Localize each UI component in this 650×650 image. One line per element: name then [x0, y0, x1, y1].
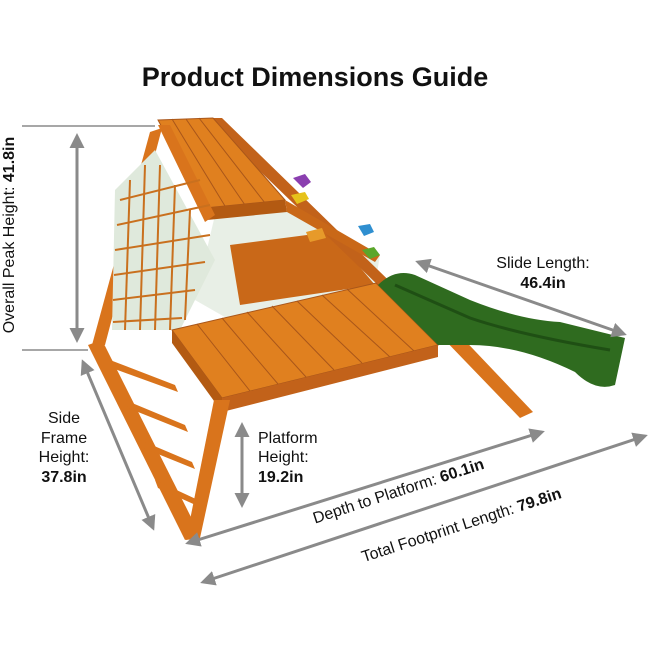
side-frame-value: 37.8in [41, 469, 86, 486]
climbing-hold-icon [358, 224, 374, 236]
footprint-arrow [200, 432, 648, 586]
roof-plank-line [185, 118, 246, 206]
peak-height-label: Overall Peak Height: 41.8in [1, 137, 18, 334]
platform-height-label-1: Platform [258, 430, 318, 447]
climbing-wall-beam [285, 200, 380, 262]
back-deck [230, 232, 375, 305]
slide-length-label: Slide Length: [496, 255, 589, 272]
deck-front-face [172, 330, 222, 412]
playset-illustration [88, 117, 625, 540]
page-title: Product Dimensions Guide [142, 62, 489, 92]
climbing-hold-icon [291, 192, 309, 204]
climbing-hold-icon [293, 174, 311, 188]
platform-height-label-2: Height: [258, 449, 309, 466]
roof-edge [205, 200, 287, 220]
climbing-hold-icon [306, 228, 326, 242]
platform-front-leg [186, 400, 230, 540]
side-frame-label-1: Side [48, 410, 80, 427]
side-frame-label-3: Height: [39, 449, 90, 466]
ladder-rungs [110, 360, 200, 507]
side-frame-label-2: Frame [41, 430, 87, 447]
deck-side-face [222, 345, 438, 412]
climbing-net [112, 150, 215, 331]
deck-plank-lines [196, 288, 415, 392]
slide-rear-leg [440, 330, 533, 418]
platform-height-value: 19.2in [258, 469, 303, 486]
dimension-arrows [22, 125, 648, 586]
roof-plank-line [198, 117, 266, 204]
slide-length-value: 46.4in [520, 275, 565, 292]
side-frame-top [158, 125, 215, 222]
slide-length-arrow [415, 258, 627, 338]
roof-plank-line [171, 118, 226, 207]
climbing-hold-icon [362, 247, 380, 259]
side-frame-height-arrow [80, 359, 156, 531]
